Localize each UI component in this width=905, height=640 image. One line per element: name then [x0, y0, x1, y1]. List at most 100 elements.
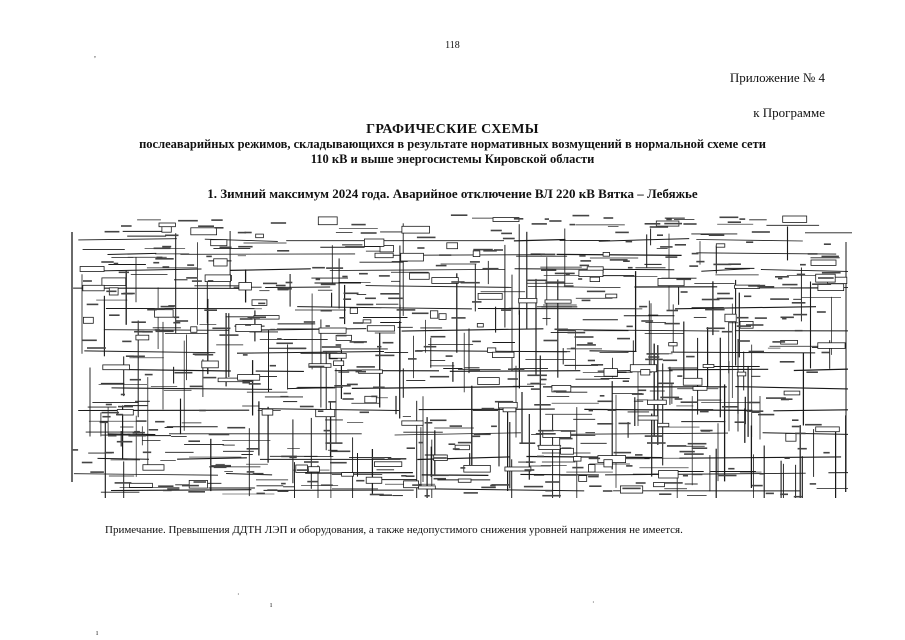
scheme-label-mark [380, 293, 400, 295]
transmission-line [394, 432, 521, 436]
substation-bus [815, 426, 840, 433]
scheme-label-mark [429, 375, 450, 378]
transmission-line [701, 268, 751, 272]
scheme-label-mark [189, 385, 204, 388]
scheme-label-mark [244, 231, 252, 234]
scheme-label-mark [213, 466, 227, 469]
substation-bus [365, 476, 383, 484]
scheme-label-mark [248, 383, 261, 385]
scheme-label-mark [581, 299, 591, 302]
scheme-label-mark [356, 366, 375, 368]
substation-bus [374, 252, 394, 259]
scheme-label-mark [270, 328, 276, 331]
substation-bus [560, 447, 574, 455]
scheme-label-mark [320, 283, 336, 286]
scheme-label-mark [793, 495, 802, 498]
scheme-label-mark [795, 432, 806, 435]
substation-bus [190, 227, 218, 236]
scheme-label-mark [320, 484, 333, 486]
substation-bus [161, 226, 172, 233]
substation-bus [492, 351, 515, 358]
scheme-label-mark [674, 244, 686, 246]
scheme-label-mark [588, 457, 601, 460]
substation-bus [438, 313, 447, 320]
scheme-label-mark [81, 461, 93, 464]
scheme-label-mark [134, 330, 145, 333]
scheme-label-mark [322, 350, 341, 353]
scheme-label-mark [639, 305, 648, 308]
scheme-label-mark [563, 285, 574, 287]
substation-bus [657, 278, 685, 287]
substation-bus [647, 399, 667, 405]
scheme-label-mark [823, 243, 831, 245]
scheme-label-mark [549, 220, 562, 222]
scheme-label-mark [770, 298, 789, 300]
scheme-label-mark [285, 281, 293, 284]
scheme-label-mark [751, 411, 760, 413]
scheme-label-mark [239, 318, 253, 320]
scheme-label-mark [721, 330, 733, 333]
scheme-label-mark [541, 269, 557, 271]
scheme-label-mark [545, 481, 560, 483]
scheme-label-mark [191, 280, 202, 282]
scheme-label-mark [816, 311, 826, 313]
scheme-label-mark [644, 223, 661, 225]
substation-bus [82, 284, 105, 292]
scheme-label-mark [125, 355, 134, 357]
substation-bus [668, 342, 678, 347]
scheme-label-mark [800, 263, 806, 266]
scheme-label-mark [162, 245, 172, 248]
scheme-label-mark [343, 298, 352, 300]
scheme-label-mark [356, 303, 374, 306]
scheme-label-mark [706, 327, 725, 330]
scheme-label-mark [325, 325, 330, 327]
substation-bus [463, 464, 491, 473]
substation-bus [362, 319, 372, 324]
scheme-label-mark [307, 480, 318, 483]
scheme-label-mark [337, 334, 347, 337]
scheme-label-mark [435, 264, 447, 267]
scheme-label-mark [691, 447, 708, 449]
scheme-label-mark [411, 312, 429, 315]
transmission-line [229, 268, 311, 271]
scheme-label-mark [289, 456, 297, 459]
scheme-label-mark [676, 278, 692, 281]
scheme-label-mark [626, 465, 633, 467]
scheme-label-mark [86, 303, 99, 306]
transmission-line [696, 239, 803, 242]
substation-bus [724, 313, 737, 323]
scheme-label-mark [365, 297, 376, 300]
substation-bus [498, 401, 518, 409]
substation-bus [101, 277, 127, 287]
scheme-label-mark [660, 396, 680, 399]
heading-line-2: 110 кВ и выше энергосистемы Кировской об… [310, 152, 595, 166]
transmission-line [236, 350, 385, 354]
transmission-line [108, 433, 156, 436]
scheme-label-mark [635, 454, 643, 456]
scheme-label-mark [434, 457, 447, 459]
scheme-label-mark [667, 445, 687, 447]
document-heading: ГРАФИЧЕСКИЕ СХЕМЫ послеаварийных режимов… [40, 122, 865, 167]
scheme-label-mark [104, 230, 120, 233]
scheme-label-mark [622, 487, 641, 490]
scheme-label-mark [188, 440, 200, 442]
substation-bus [417, 485, 436, 490]
substation-bus [329, 352, 347, 359]
scheme-label-mark [449, 425, 462, 427]
scheme-label-mark [154, 329, 160, 331]
scheme-label-mark [603, 217, 614, 219]
scheme-label-mark [679, 450, 695, 453]
scheme-label-mark [540, 378, 547, 381]
scheme-label-mark [644, 435, 663, 437]
substation-bus [210, 239, 228, 247]
scheme-label-mark [114, 482, 132, 484]
scheme-label-mark [162, 266, 170, 268]
scheme-label-mark [716, 297, 734, 300]
scheme-label-mark [524, 469, 535, 471]
scheme-label-mark [468, 369, 480, 371]
scheme-label-mark [689, 265, 699, 267]
scan-mark: ı [270, 600, 273, 609]
transmission-line [110, 489, 252, 492]
scheme-label-mark [379, 494, 392, 496]
scheme-label-mark [626, 325, 633, 328]
